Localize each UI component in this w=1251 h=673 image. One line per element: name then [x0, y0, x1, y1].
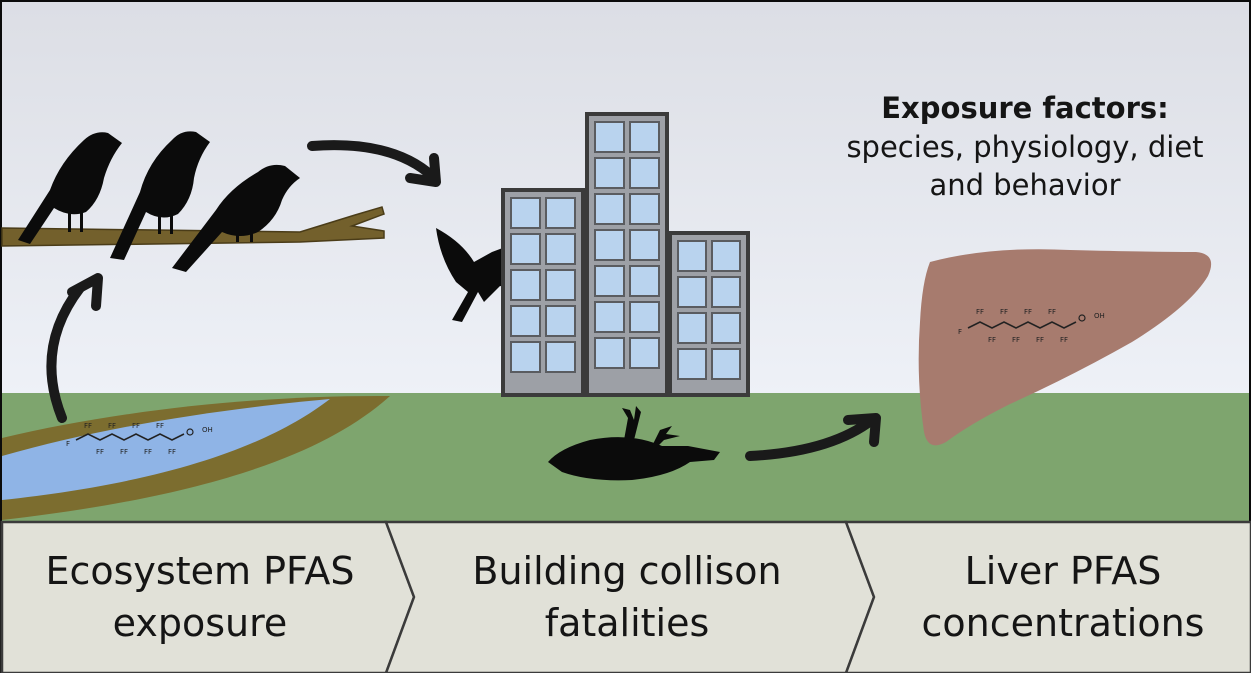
molecule-ff-label: FF — [96, 448, 104, 456]
molecule-ff-label: FF — [988, 336, 996, 344]
perched-birds — [18, 131, 300, 272]
window-pane — [594, 157, 625, 189]
river — [2, 399, 330, 500]
exposure-factors: Exposure factors: species, physiology, d… — [800, 88, 1250, 204]
step-label-line-2: fatalities — [544, 600, 710, 645]
window-pane — [545, 269, 576, 301]
window-pane — [711, 312, 741, 344]
bird-silhouette — [18, 132, 122, 244]
flow-arrows — [46, 140, 881, 461]
molecule-ff-label: FF — [1036, 336, 1044, 344]
window-pane — [510, 269, 541, 301]
process-steps: Ecosystem PFAS exposure Building colliso… — [0, 520, 1251, 673]
molecule-ff-label: FF — [168, 448, 176, 456]
window-pane — [545, 197, 576, 229]
liver — [918, 249, 1212, 446]
window-pane — [629, 193, 660, 225]
exposure-factors-line-2: and behavior — [929, 168, 1121, 202]
molecule-f-label: F — [958, 328, 962, 336]
step-box-3 — [844, 520, 1251, 673]
molecule-ff-label: FF — [132, 422, 140, 430]
window-pane — [629, 301, 660, 333]
molecule-ff-label: FF — [84, 422, 92, 430]
molecule-ff-label: FF — [1012, 336, 1020, 344]
exposure-factors-title: Exposure factors: — [881, 91, 1169, 125]
molecule-ff-label: FF — [1024, 308, 1032, 316]
arrow-river-to-birds — [46, 273, 103, 423]
step-label-line-1: Ecosystem PFAS — [45, 548, 355, 593]
bird-silhouette — [172, 164, 300, 272]
window-pane — [594, 193, 625, 225]
window-pane — [594, 301, 625, 333]
molecule-ff-label: FF — [120, 448, 128, 456]
molecule-acid-label: OH — [202, 426, 213, 434]
molecule-ff-label: FF — [976, 308, 984, 316]
pfas-molecule-river: F FF FF FF FF FF FF FF FF OH — [66, 422, 213, 456]
window-pane — [545, 341, 576, 373]
window-pane — [629, 121, 660, 153]
bird-silhouette — [110, 131, 210, 260]
window-pane — [510, 341, 541, 373]
window-pane — [629, 229, 660, 261]
building-windows — [510, 121, 741, 380]
window-pane — [629, 157, 660, 189]
window-pane — [545, 305, 576, 337]
window-pane — [677, 348, 707, 380]
molecule-acid-label: OH — [1094, 312, 1105, 320]
arrow-fatality-to-liver — [745, 413, 881, 461]
window-pane — [711, 348, 741, 380]
window-pane — [677, 240, 707, 272]
molecule-ff-label: FF — [1048, 308, 1056, 316]
step-liver-concentrations: Liver PFAS concentrations — [876, 520, 1250, 673]
window-pane — [510, 305, 541, 337]
window-pane — [594, 229, 625, 261]
buildings — [501, 112, 750, 397]
window-pane — [677, 312, 707, 344]
step-label-line-1: Liver PFAS — [964, 548, 1162, 593]
step-label-line-1: Building collison — [472, 548, 782, 593]
step-ecosystem-exposure: Ecosystem PFAS exposure — [0, 520, 400, 673]
window-pane — [677, 276, 707, 308]
step-building-collision: Building collison fatalities — [412, 520, 842, 673]
step-label-line-2: concentrations — [921, 600, 1205, 645]
window-pane — [629, 265, 660, 297]
arrow-birds-to-buildings — [307, 140, 441, 187]
molecule-ff-label: FF — [108, 422, 116, 430]
molecule-ff-label: FF — [144, 448, 152, 456]
window-pane — [629, 337, 660, 369]
exposure-factors-line-1: species, physiology, diet — [846, 130, 1204, 164]
molecule-ff-label: FF — [156, 422, 164, 430]
window-pane — [711, 240, 741, 272]
molecule-f-label: F — [66, 440, 70, 448]
molecule-ff-label: FF — [1000, 308, 1008, 316]
pfas-molecule-liver: F FF FF FF FF FF FF FF FF OH — [958, 308, 1105, 344]
step-label-line-2: exposure — [112, 600, 288, 645]
window-pane — [545, 233, 576, 265]
window-pane — [594, 337, 625, 369]
window-pane — [594, 121, 625, 153]
window-pane — [510, 233, 541, 265]
step-chevrons — [0, 520, 1251, 673]
dead-bird-silhouette — [548, 406, 720, 481]
window-pane — [594, 265, 625, 297]
molecule-ff-label: FF — [1060, 336, 1068, 344]
window-pane — [510, 197, 541, 229]
window-pane — [711, 276, 741, 308]
